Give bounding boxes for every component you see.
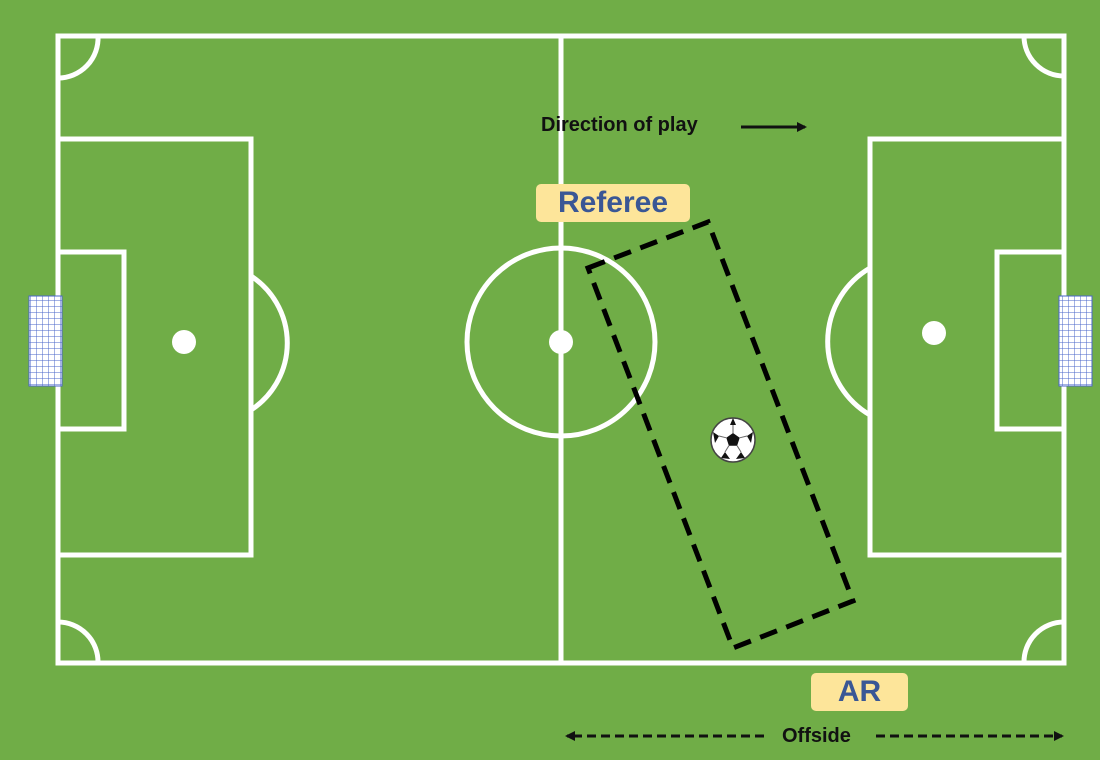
right-penalty-spot	[922, 321, 946, 345]
soccer-ball-icon	[711, 418, 755, 462]
left-penalty-spot	[172, 330, 196, 354]
goal-net-icon	[1059, 296, 1092, 386]
goal-net-icon	[29, 296, 62, 386]
referee-badge: Referee	[536, 184, 690, 222]
center-spot	[549, 330, 573, 354]
direction-of-play-label: Direction of play	[541, 114, 698, 137]
assistant-referee-badge: AR	[811, 673, 908, 711]
offside-label: Offside	[782, 725, 851, 748]
